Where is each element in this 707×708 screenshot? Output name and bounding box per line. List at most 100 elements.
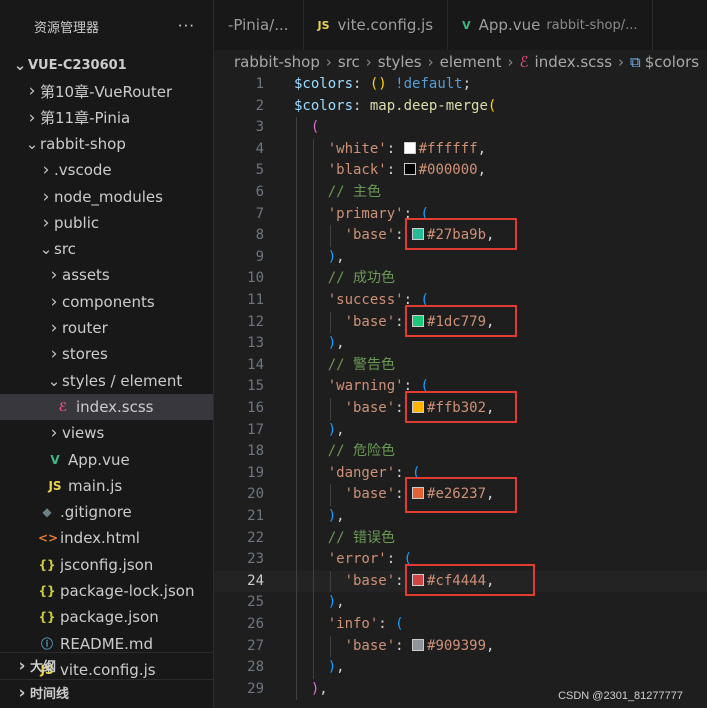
tree-item-label: src xyxy=(54,240,76,259)
tree-item[interactable]: ›node_modules xyxy=(0,184,213,210)
editor-tab[interactable]: -Pinia/... xyxy=(214,0,304,50)
indent-guide xyxy=(296,614,297,636)
breadcrumb-item[interactable]: styles xyxy=(377,53,422,71)
tree-item[interactable]: ›stores xyxy=(0,341,213,367)
tree-item[interactable]: ›assets xyxy=(0,262,213,288)
chevron-right-icon: › xyxy=(18,655,26,676)
code-token: ; xyxy=(462,76,472,92)
indent-guide xyxy=(312,506,314,528)
chevron-right-icon: › xyxy=(325,53,332,71)
chevron-right-icon: › xyxy=(50,291,58,312)
breadcrumb-item[interactable]: index.scss xyxy=(534,53,613,71)
code-text: 'black': #000000, xyxy=(294,160,486,182)
color-swatch[interactable] xyxy=(412,228,425,241)
tree-item[interactable]: ⌄styles / element xyxy=(0,368,213,394)
code-line: 18 // 危险色 xyxy=(214,441,707,463)
code-line: 15 'warning': ( xyxy=(214,376,707,398)
indent-guide xyxy=(296,290,297,312)
tree-item[interactable]: ›views xyxy=(0,420,213,446)
tree-item-label: jsconfig.json xyxy=(60,555,154,574)
tree-item[interactable]: <>index.html xyxy=(0,525,213,551)
color-swatch[interactable] xyxy=(403,163,416,176)
indent-guide xyxy=(312,549,314,571)
color-swatch[interactable] xyxy=(412,401,425,413)
tree-item[interactable]: ›第10章-VueRouter xyxy=(0,78,213,104)
watermark: CSDN @2301_81277777 xyxy=(558,690,683,702)
color-swatch[interactable] xyxy=(412,573,425,586)
ellipsis-icon[interactable]: ··· xyxy=(177,17,195,35)
tree-item[interactable]: ›components xyxy=(0,289,213,315)
code-token: 'primary' xyxy=(327,205,404,222)
color-swatch[interactable] xyxy=(403,141,416,154)
code-token: #cf4444 xyxy=(427,572,487,589)
breadcrumb-item[interactable]: $colors xyxy=(644,53,700,71)
chevron-down-icon: ⌄ xyxy=(25,134,39,153)
file-type-icon: V xyxy=(50,452,60,467)
code-token: // 主色 xyxy=(327,184,382,200)
tree-item[interactable]: ⌄src xyxy=(0,236,213,262)
chevron-right-icon: › xyxy=(18,682,26,703)
indent-guide xyxy=(312,290,314,312)
tree-item[interactable]: ›router xyxy=(0,315,213,341)
tree-item[interactable]: ◆.gitignore xyxy=(0,499,213,525)
code-line: 14 // 警告色 xyxy=(214,354,707,377)
line-number: 10 xyxy=(247,270,264,287)
code-token: ( xyxy=(420,205,429,222)
code-line: 5 'black': #000000, xyxy=(214,160,707,182)
line-number: 21 xyxy=(247,508,264,524)
sidebar-section[interactable]: ›时间线 xyxy=(0,679,213,705)
code-editor[interactable]: 1$colors: () !default;2$colors: map.deep… xyxy=(214,74,707,708)
code-text: 'warning': ( xyxy=(294,376,429,398)
file-type-icon: <> xyxy=(38,531,59,546)
indent-guide xyxy=(296,592,297,614)
file-type-icon: {} xyxy=(38,557,56,572)
code-token: : xyxy=(353,97,370,114)
line-number: 17 xyxy=(247,421,264,438)
tree-item-label: package-lock.json xyxy=(60,582,195,600)
tree-item[interactable]: ⌄VUE-C230601 xyxy=(0,52,213,78)
line-number: 1 xyxy=(255,76,264,92)
chevron-down-icon: ⌄ xyxy=(47,371,61,390)
tree-item[interactable]: ⌄rabbit-shop xyxy=(0,131,213,157)
color-swatch[interactable] xyxy=(412,638,425,651)
code-text: $colors: map.deep-merge( xyxy=(294,96,496,118)
tree-item[interactable]: {} jsconfig.json xyxy=(0,552,213,578)
color-swatch[interactable] xyxy=(412,314,425,327)
code-text: 'base': #909399, xyxy=(294,636,495,658)
indent-guide xyxy=(296,527,297,550)
code-text: 'white': #ffffff, xyxy=(294,139,486,161)
code-token: : xyxy=(395,486,413,503)
code-token: : xyxy=(395,464,413,481)
tree-item[interactable]: {}package.json xyxy=(0,604,213,630)
indent-guide xyxy=(312,225,314,247)
tree-item[interactable]: ›第11章-Pinia xyxy=(0,105,213,131)
code-line: 12 'base': #1dc779, xyxy=(214,311,707,334)
tree-item-label: public xyxy=(54,213,100,232)
annotation-box xyxy=(405,304,517,337)
sidebar-section[interactable]: ›大纲 xyxy=(0,652,213,678)
code-line: 11 'success': ( xyxy=(214,290,707,312)
code-token: !default xyxy=(395,76,463,92)
scss-icon: ℰ xyxy=(519,53,529,71)
tree-item[interactable]: ›public xyxy=(0,210,213,236)
indent-guide xyxy=(312,419,314,442)
breadcrumb-item[interactable]: src xyxy=(337,53,360,71)
indent-guide xyxy=(312,333,314,355)
tree-item[interactable]: ›.vscode xyxy=(0,157,213,183)
code-token: ( xyxy=(403,551,413,568)
breadcrumb-item[interactable]: element xyxy=(439,53,502,71)
tree-item[interactable]: {}package-lock.json xyxy=(0,578,213,604)
breadcrumb-item[interactable]: rabbit-shop xyxy=(234,53,320,71)
color-swatch[interactable] xyxy=(412,487,425,500)
indent-guide xyxy=(312,527,314,550)
indent-guide xyxy=(329,398,331,420)
tab-label: vite.config.js xyxy=(337,16,434,34)
line-number: 18 xyxy=(247,443,264,460)
